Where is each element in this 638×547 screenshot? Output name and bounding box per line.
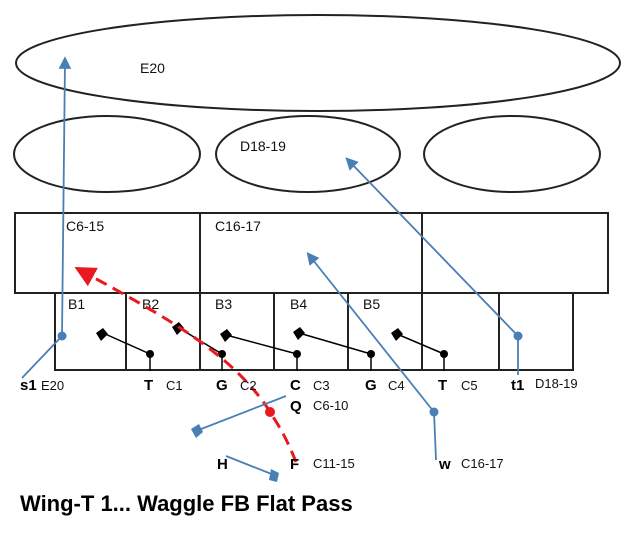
player-fb-coverage: C11-15 — [313, 456, 355, 471]
player-lt: T — [144, 377, 153, 394]
player-s1-coverage: E20 — [41, 378, 64, 393]
block-rt — [391, 328, 448, 371]
block-c — [220, 329, 301, 371]
block-lt — [96, 328, 154, 371]
zone-under-left-label: C6-15 — [66, 218, 104, 234]
box-b1 — [54, 292, 127, 371]
player-rt-coverage: C5 — [461, 378, 478, 393]
block-rg — [293, 327, 375, 371]
player-lg: G — [216, 377, 228, 394]
player-fb: F — [290, 456, 299, 473]
qb-mesh-point — [265, 407, 275, 417]
zone-under-left — [14, 212, 201, 294]
player-lt-coverage: C1 — [166, 378, 183, 393]
box-b5 — [347, 292, 423, 371]
play-title: Wing-T 1... Waggle FB Flat Pass — [20, 491, 353, 516]
route-w — [306, 252, 439, 461]
player-w: w — [438, 456, 451, 473]
box-b1-label: B1 — [68, 296, 85, 312]
box-b3 — [199, 292, 275, 371]
player-qb: Q — [290, 398, 302, 415]
box-b4-label: B4 — [290, 296, 307, 312]
player-c-coverage: C3 — [313, 378, 330, 393]
zone-under-right — [421, 212, 609, 294]
route-qb-fake — [191, 395, 287, 438]
player-c: C — [290, 377, 301, 394]
route-s1 — [21, 56, 72, 379]
player-t1: t1 — [511, 377, 524, 394]
qb-bootleg-path — [74, 266, 298, 463]
box-b3-label: B3 — [215, 296, 232, 312]
zone-deep-left — [13, 115, 201, 193]
box-b2 — [125, 292, 201, 371]
route-t1 — [345, 157, 523, 375]
box-b7 — [498, 292, 574, 371]
zone-deep-middle — [15, 14, 621, 112]
player-rg-coverage: C4 — [388, 378, 405, 393]
player-qb-coverage: C6-10 — [313, 398, 348, 413]
zone-deep-middle-label: E20 — [140, 60, 165, 76]
player-w-coverage: C16-17 — [461, 456, 504, 471]
player-s1: s1 — [20, 377, 37, 394]
box-b4 — [273, 292, 349, 371]
zone-under-middle-label: C16-17 — [215, 218, 261, 234]
zone-deep-center-label: D18-19 — [240, 138, 286, 154]
zone-deep-center — [215, 115, 401, 193]
player-hb: H — [217, 456, 228, 473]
box-b6 — [421, 292, 500, 371]
player-lg-coverage: C2 — [240, 378, 257, 393]
player-t1-coverage: D18-19 — [535, 376, 578, 391]
player-rg: G — [365, 377, 377, 394]
box-b5-label: B5 — [363, 296, 380, 312]
player-rt: T — [438, 377, 447, 394]
route-hb — [225, 455, 279, 482]
zone-deep-right — [423, 115, 601, 193]
